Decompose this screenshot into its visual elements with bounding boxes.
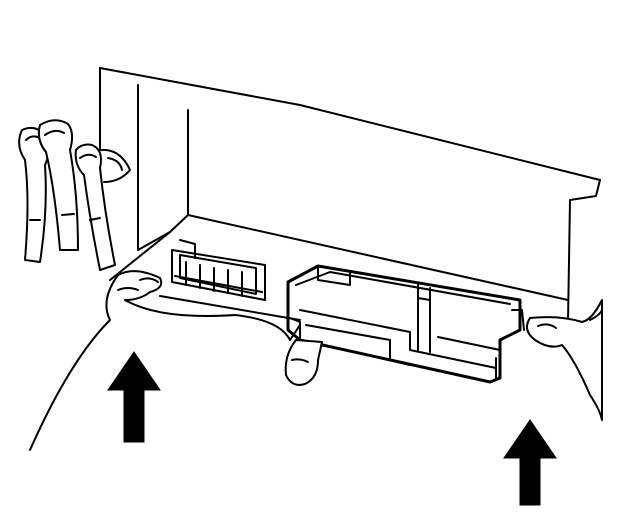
arrow-up-icon <box>107 351 161 443</box>
arrow-up-icon-right <box>503 419 557 506</box>
module-housing <box>99 67 601 323</box>
large-connector <box>286 264 525 384</box>
left-hand-fingers <box>18 119 131 271</box>
left-hand-lower <box>29 270 301 451</box>
right-hand <box>525 299 603 421</box>
center-fingers <box>284 339 323 386</box>
small-connector <box>171 239 266 301</box>
